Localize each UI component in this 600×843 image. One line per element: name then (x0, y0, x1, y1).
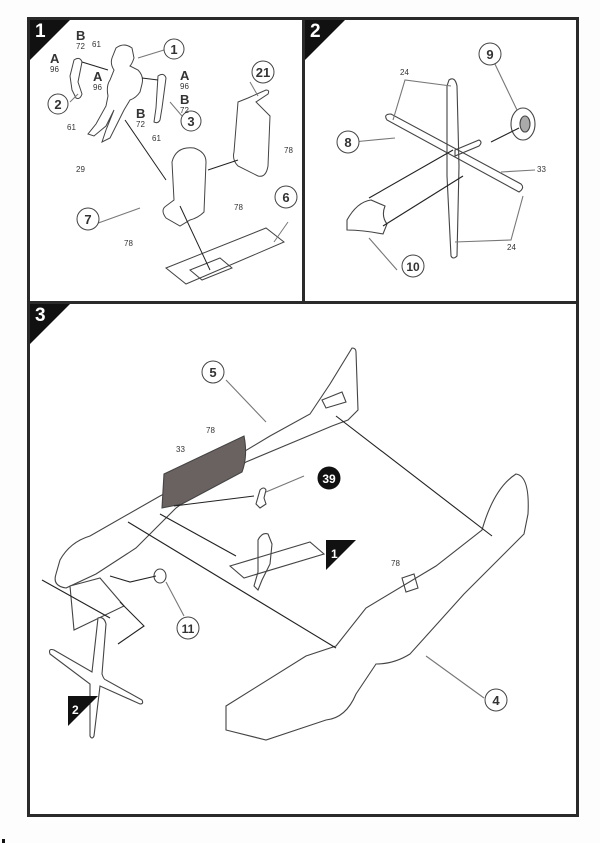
paint-code-33: 33 (176, 445, 185, 454)
pilot-subassembly (228, 541, 326, 579)
callout-3: 3 (180, 110, 202, 132)
step-1-drawing: 1 2 3 21 7 6 B 72 (47, 28, 298, 285)
svg-text:39: 39 (322, 472, 336, 486)
subassembly-ref-2: 2 (68, 696, 98, 726)
subassembly-ref-1: 1 (326, 540, 356, 570)
svg-text:7: 7 (84, 212, 91, 227)
page-edge-mark (2, 839, 5, 843)
svg-text:3: 3 (187, 114, 194, 129)
paint-code-96: 96 (180, 82, 189, 91)
step-2-drawing: 8 9 10 24 33 24 (336, 42, 546, 278)
step-1-panel: 1 2 3 21 7 6 B 72 (27, 17, 305, 304)
svg-text:9: 9 (486, 47, 493, 62)
callout-9: 9 (478, 42, 502, 66)
paint-code-78: 78 (206, 426, 215, 435)
paint-code-61: 61 (92, 40, 101, 49)
step-number: 1 (35, 21, 46, 42)
propeller-blade (385, 113, 524, 193)
paint-code-78: 78 (391, 559, 400, 568)
seat-part (162, 147, 207, 227)
step-2-panel: 8 9 10 24 33 24 2 (302, 17, 579, 304)
step-3-drawing: 5 4 11 39 78 33 78 1 (41, 347, 529, 741)
paint-code-61: 61 (152, 134, 161, 143)
step-number: 2 (310, 21, 321, 42)
callout-10: 10 (401, 254, 425, 278)
paint-letter-b: B (136, 106, 145, 121)
right-arm-part (153, 73, 167, 124)
svg-text:5: 5 (209, 365, 216, 380)
cockpit-interior (161, 435, 247, 509)
fuselage-left-half (54, 347, 359, 589)
fuselage-right-half (225, 473, 529, 741)
paint-code-96: 96 (93, 83, 102, 92)
paint-letter-a: A (50, 51, 60, 66)
svg-text:4: 4 (492, 693, 500, 708)
paint-code-61: 61 (67, 123, 76, 132)
svg-text:10: 10 (406, 260, 420, 274)
step-number: 3 (35, 305, 46, 326)
svg-text:2: 2 (54, 97, 61, 112)
callout-11: 11 (176, 616, 200, 640)
control-stick-part (255, 487, 267, 509)
svg-text:1: 1 (331, 547, 338, 561)
svg-text:6: 6 (282, 190, 289, 205)
seat-back-part (233, 89, 271, 177)
paint-letter-a: A (180, 68, 190, 83)
paint-letter-b: B (180, 92, 189, 107)
svg-text:11: 11 (182, 622, 195, 636)
callout-8: 8 (336, 130, 360, 154)
spinner-part (346, 199, 388, 235)
left-arm-part (69, 57, 83, 99)
callout-5: 5 (201, 360, 225, 384)
svg-text:1: 1 (170, 42, 177, 57)
paint-code-78: 78 (284, 146, 293, 155)
step-badge: 3 (30, 304, 70, 344)
floor-part (165, 227, 285, 285)
callout-2: 2 (47, 93, 69, 115)
callout-39: 39 (317, 466, 341, 490)
paint-code-33: 33 (537, 165, 546, 174)
pilot-figure (87, 44, 143, 143)
paint-code-72: 72 (76, 42, 85, 51)
paint-code-72: 72 (180, 106, 189, 115)
step-3-panel: 5 4 11 39 78 33 78 1 (27, 301, 579, 817)
callout-21: 21 (251, 60, 275, 84)
svg-text:2: 2 (72, 703, 79, 717)
callout-6: 6 (274, 185, 298, 209)
paint-code-78: 78 (124, 239, 133, 248)
callout-4: 4 (484, 688, 508, 712)
svg-text:21: 21 (256, 65, 270, 80)
step-badge: 2 (305, 20, 345, 60)
paint-code-96: 96 (50, 65, 59, 74)
paint-code-72: 72 (136, 120, 145, 129)
paint-code-29: 29 (76, 165, 85, 174)
callout-1: 1 (163, 38, 185, 60)
paint-code-78: 78 (234, 203, 243, 212)
svg-text:8: 8 (344, 135, 351, 150)
paint-letter-b: B (76, 28, 85, 43)
propeller-subassembly (48, 617, 144, 739)
paint-code-24: 24 (507, 243, 516, 252)
paint-letter-a: A (93, 69, 103, 84)
paint-code-24: 24 (400, 68, 409, 77)
propeller-blade (446, 78, 460, 259)
step-badge: 1 (30, 20, 70, 60)
callout-7: 7 (76, 207, 100, 231)
